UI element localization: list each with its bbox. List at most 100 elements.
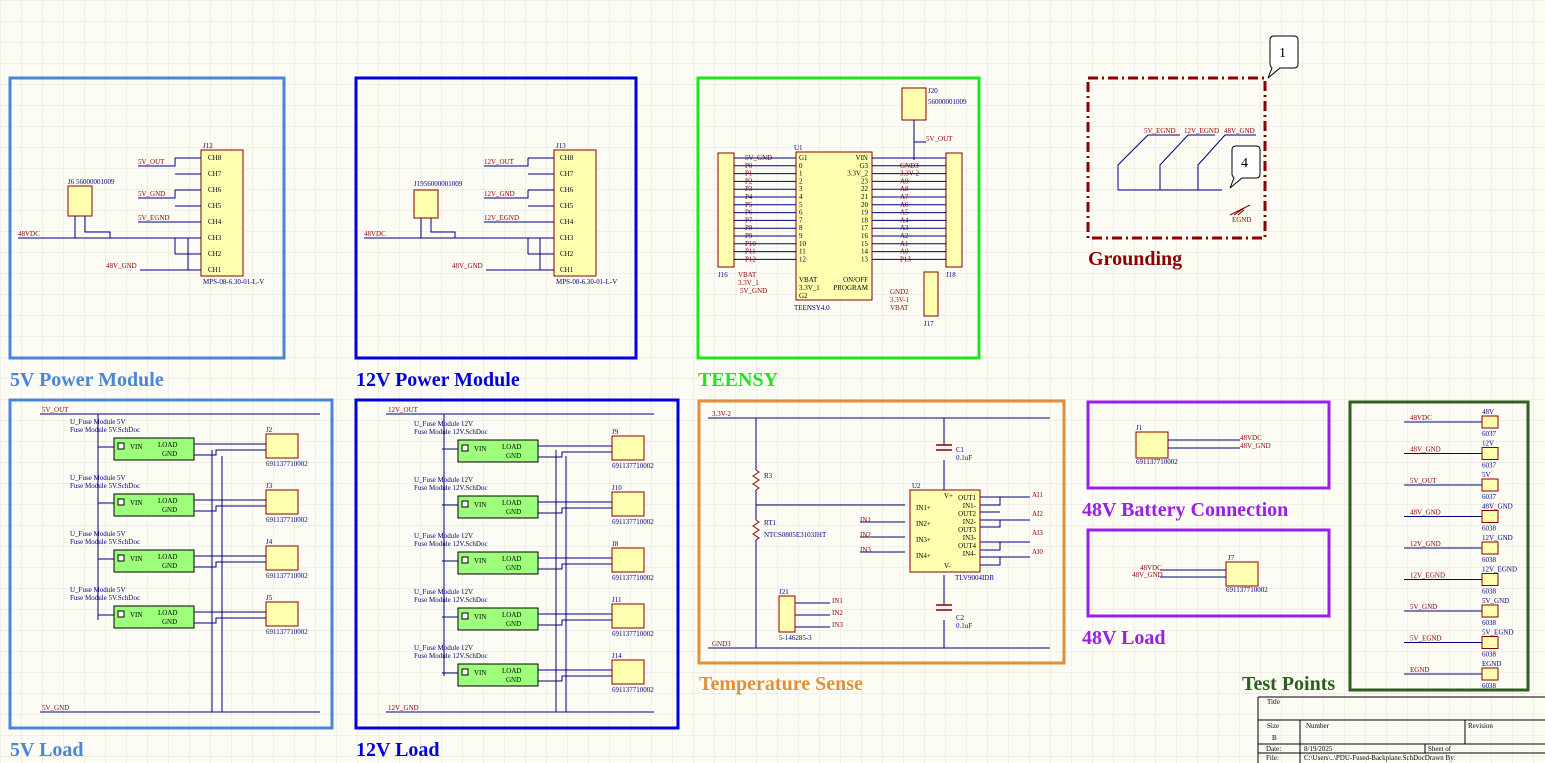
fuse-block[interactable]	[457, 663, 539, 687]
fuse-block[interactable]	[113, 493, 195, 517]
fuse-block[interactable]	[113, 549, 195, 573]
ch8: CH8	[208, 154, 222, 162]
connector-j16[interactable]	[717, 152, 735, 268]
ground-48v-gnd: 48V_GND	[1224, 127, 1255, 135]
fuse-block[interactable]	[457, 551, 539, 575]
j7-part: 691137710002	[1226, 586, 1268, 594]
j13-part: MPS-08-6.30-01-L-V	[556, 278, 617, 286]
block-5v-power-module[interactable]: 5V Power Module J6 56000001009 J12 MPS-0…	[8, 76, 286, 391]
fuse-module-file: Fuse Module 12V.SchDoc	[414, 428, 488, 436]
fuse-load: LOAD	[502, 611, 521, 619]
u1-left-pin: 5	[799, 201, 803, 209]
fuse-block[interactable]	[457, 495, 539, 519]
connector-jack[interactable]	[611, 603, 645, 629]
fuse-block[interactable]	[113, 437, 195, 461]
u1-right-pin: 19	[861, 209, 869, 217]
connector-j7[interactable]	[1225, 561, 1259, 587]
u1-left-pin: 6	[799, 209, 803, 217]
opamp-in-net: IN1	[860, 516, 871, 524]
connector-j12[interactable]	[200, 149, 244, 277]
c2-label: C2	[956, 614, 965, 622]
block-48v-battery-connection[interactable]: 48V Battery Connection J1 691137710002 4…	[1082, 400, 1331, 521]
jack-label: J4	[266, 538, 273, 546]
opamp-vplus: V+	[944, 492, 953, 500]
connector-jack[interactable]	[611, 491, 645, 517]
block-test-points[interactable]: Test Points 48VDC48V603748V_GND12V60375V…	[1242, 400, 1530, 695]
connector-j19[interactable]	[413, 189, 439, 219]
block-teensy[interactable]: TEENSY J20 56000001009 5V_OUT J16 J18 U1…	[696, 76, 981, 391]
connector-jack[interactable]	[265, 601, 299, 627]
connector-j20[interactable]	[901, 87, 927, 121]
u1-left-pin: G1	[799, 154, 808, 162]
ch6: CH6	[208, 186, 222, 194]
test-point-part: 6038	[1482, 682, 1497, 690]
block-48v-load[interactable]: 48V Load J7 691137710002 48VDC 48V_GND	[1082, 528, 1331, 649]
fuse-block[interactable]	[113, 605, 195, 629]
connector-jack[interactable]	[611, 435, 645, 461]
fuse-vin: VIN	[474, 669, 486, 677]
tb-date: Date:	[1266, 745, 1281, 753]
block-12v-power-module[interactable]: 12V Power Module J1956000001009 J13 MPS-…	[354, 76, 638, 391]
connector-jack[interactable]	[265, 433, 299, 459]
teensy-5v-out: 5V_OUT	[926, 135, 953, 143]
note-1-icon[interactable]	[1267, 35, 1299, 79]
tb-date-value: 8/19/2025	[1304, 745, 1333, 753]
connector-j13[interactable]	[553, 149, 597, 277]
opamp-out-net: AI1	[1032, 491, 1043, 499]
connector-jack[interactable]	[611, 547, 645, 573]
fuse-module-file: Fuse Module 12V.SchDoc	[414, 484, 488, 492]
teensy-u1[interactable]	[795, 151, 873, 301]
connector-j18[interactable]	[945, 152, 963, 268]
rt1-thermistor[interactable]	[752, 519, 760, 541]
jack-label: J9	[612, 428, 619, 436]
connector-jack[interactable]	[265, 489, 299, 515]
block-temperature-sense[interactable]: Temperature Sense 3.3V-2 GND3 R3 RT1 NTC…	[697, 399, 1066, 695]
fuse-block[interactable]	[457, 439, 539, 463]
connector-j21[interactable]	[778, 595, 796, 633]
fuse-module-title: U_Fuse Module 5V	[70, 586, 126, 594]
fuse-module-file: Fuse Module 5V.SchDoc	[70, 538, 140, 546]
j18-label: J18	[946, 271, 956, 279]
note-4-icon[interactable]	[1229, 145, 1261, 189]
test-point-name: 48V	[1482, 408, 1494, 416]
j12-part: MPS-08-6.30-01-L-V	[203, 278, 264, 286]
connector-j6[interactable]	[67, 185, 93, 217]
block-5v-load[interactable]: 5V Load 5V_OUT 5V_GND U_Fuse Module 5VFu…	[8, 398, 334, 761]
fuse-module-file: Fuse Module 12V.SchDoc	[414, 596, 488, 604]
title-12v-power-module: 12V Power Module	[356, 369, 520, 391]
test-point-net: 12V_GND	[1410, 540, 1441, 548]
opamp-u2[interactable]	[909, 489, 981, 573]
opamp-input-pin: IN3+	[916, 536, 931, 544]
test-point-net: 48V_GND	[1410, 446, 1441, 454]
connector-j17[interactable]	[923, 271, 939, 317]
block-12v-load[interactable]: 12V Load 12V_OUT 12V_GND U_Fuse Module 1…	[354, 398, 680, 761]
connector-jack[interactable]	[265, 545, 299, 571]
connector-jack[interactable]	[611, 659, 645, 685]
fuse-vin: VIN	[474, 613, 486, 621]
jack-part: 691137710002	[612, 686, 654, 694]
jack-part: 691137710002	[266, 572, 308, 580]
connector-j1[interactable]	[1135, 431, 1169, 459]
fuse-block[interactable]	[457, 607, 539, 631]
r3-resistor[interactable]	[752, 469, 760, 491]
block-grounding[interactable]: Grounding 5V_EGND 12V_EGND 48V_GND EGND …	[1086, 35, 1299, 270]
test-point-net: 48VDC	[1410, 414, 1432, 422]
